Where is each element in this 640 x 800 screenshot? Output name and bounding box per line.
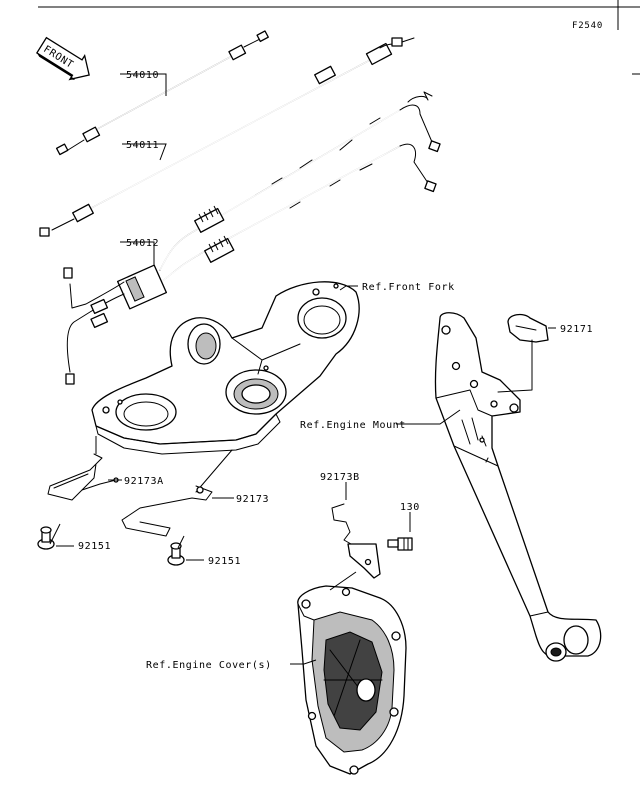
- part-54010-label: 54010: [126, 70, 159, 81]
- leader-front-fork: [339, 285, 358, 291]
- part-92171-label: 92171: [560, 324, 593, 335]
- engine-cover: [297, 585, 407, 775]
- clamp-92173: [121, 449, 233, 537]
- bracket-92173B: [331, 503, 381, 579]
- leader-54010: [120, 73, 167, 96]
- bolt-92151-left: [37, 523, 61, 550]
- leader-engine-mount: [396, 409, 461, 425]
- part-92173B-label: 92173B: [320, 472, 360, 483]
- ref-engine-cover-label: Ref.Engine Cover(s): [146, 660, 272, 671]
- leader-engine-cover: [290, 659, 317, 665]
- part-92151-center-label: 92151: [208, 556, 241, 567]
- part-54011-label: 54011: [126, 140, 159, 151]
- part-130-label: 130: [400, 502, 420, 513]
- leader-54011: [122, 143, 167, 161]
- leader-54012: [120, 241, 155, 266]
- clip-92171: [497, 313, 549, 393]
- throttle-cable-54011: [39, 37, 415, 237]
- leader-cover-bracket: [329, 571, 357, 591]
- choke-cable-54012: [159, 91, 441, 271]
- part-92173-label: 92173: [236, 494, 269, 505]
- clamp-92173A: [47, 453, 119, 501]
- diagram-code: F2540: [572, 21, 603, 31]
- ref-engine-mount-label: Ref.Engine Mount: [300, 420, 406, 431]
- ref-front-fork-label: Ref.Front Fork: [362, 282, 455, 293]
- bolt-92151-center: [167, 535, 185, 566]
- frame-border: [38, 0, 640, 75]
- part-54012-label: 54012: [126, 238, 159, 249]
- throttle-cable-54010: [55, 30, 269, 156]
- part-92151-left-label: 92151: [78, 541, 111, 552]
- bolt-130: [387, 512, 413, 551]
- front-arrow-icon: FRONT: [35, 36, 90, 81]
- top-bridge: [91, 281, 360, 455]
- engine-mount: [434, 312, 602, 662]
- choke-cable-54012-lower: [63, 143, 437, 385]
- part-92173A-label: 92173A: [124, 476, 164, 487]
